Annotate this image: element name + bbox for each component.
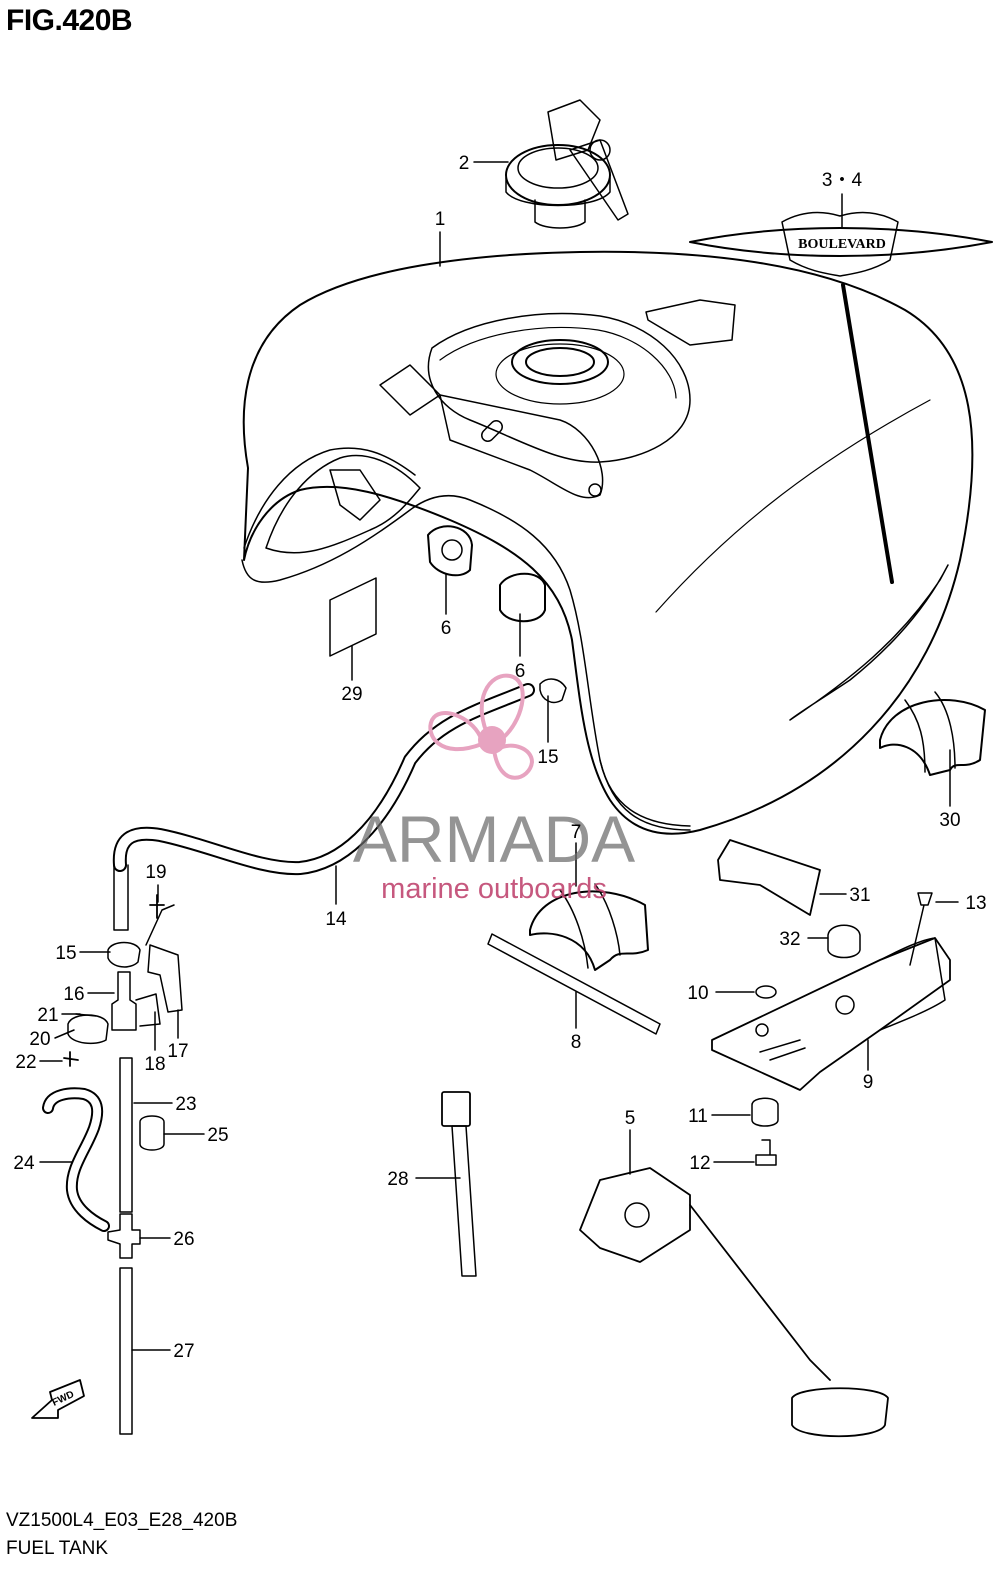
hose-clamp-upper — [539, 678, 567, 704]
breather-hose-drawing — [112, 683, 535, 931]
part-label-10: 10 — [687, 983, 708, 1004]
figure-name: FUEL TANK — [6, 1538, 109, 1559]
part-label-1: 1 — [435, 209, 446, 230]
part-label-12: 12 — [689, 1153, 710, 1174]
part-label-9: 9 — [863, 1072, 874, 1093]
emblem-text: BOULEVARD — [798, 237, 886, 252]
leader-lines — [39, 161, 959, 1351]
part-label-32: 32 — [779, 929, 800, 950]
fwd-arrow-text: FWD — [51, 1389, 76, 1409]
part-label-28: 28 — [387, 1169, 408, 1190]
part-label-29: 29 — [341, 684, 362, 705]
part-label-15a: 15 — [55, 943, 76, 964]
watermark-tagline: marine outboards — [381, 873, 607, 905]
part-label-20: 20 — [29, 1029, 50, 1050]
fuel-cap-drawing — [505, 99, 629, 229]
figure-title: FIG.420B — [6, 4, 133, 37]
figure-code: VZ1500L4_E03_E28_420B — [6, 1510, 238, 1531]
part-label-31: 31 — [849, 885, 870, 906]
fuel-level-gauge-drawing — [579, 1167, 889, 1438]
tank-stripe — [841, 283, 894, 584]
label-sticker — [329, 577, 377, 657]
part-label-14: 14 — [325, 909, 347, 930]
part-label-5: 5 — [625, 1108, 636, 1129]
part-label-8: 8 — [571, 1032, 582, 1053]
part-label-13: 13 — [965, 893, 986, 914]
part-labels: 1 2 3・4 5 6 6 7 8 9 10 11 12 13 14 15 15… — [13, 153, 986, 1362]
part-label-2: 2 — [459, 153, 470, 174]
part-label-6b: 6 — [515, 661, 526, 682]
part-label-16: 16 — [63, 984, 84, 1005]
part-label-24: 24 — [13, 1153, 35, 1174]
part-label-7: 7 — [571, 822, 582, 843]
clamp-band-drawing — [441, 1091, 477, 1277]
armada-watermark: ARMADA marine outboards — [353, 673, 635, 905]
propeller-logo — [428, 673, 534, 780]
fuel-tank-drawing — [241, 250, 974, 835]
grommet-drawings — [427, 525, 546, 623]
part-label-17: 17 — [167, 1041, 188, 1062]
part-label-25: 25 — [207, 1125, 228, 1146]
spacer-block-drawing — [717, 839, 821, 916]
part-label-19: 19 — [145, 862, 166, 883]
part-label-22: 22 — [15, 1052, 36, 1073]
cushion-drawings — [529, 691, 986, 971]
forward-direction-arrow: FWD — [31, 1379, 85, 1419]
part-label-3-4: 3・4 — [822, 170, 863, 191]
part-label-15b: 15 — [537, 747, 558, 768]
tie-band-drawing — [487, 933, 661, 1035]
part-label-23: 23 — [175, 1094, 196, 1115]
hose-fittings-drawing — [42, 894, 183, 1435]
part-label-27: 27 — [173, 1341, 194, 1362]
part-label-11: 11 — [688, 1106, 708, 1127]
boulevard-emblem-drawing: BOULEVARD — [689, 211, 993, 277]
part-label-30: 30 — [939, 810, 960, 831]
part-label-26: 26 — [173, 1229, 194, 1250]
part-label-21: 21 — [37, 1005, 58, 1026]
part-label-18: 18 — [144, 1054, 165, 1075]
watermark-brand: ARMADA — [353, 802, 635, 876]
mounting-plate-drawing — [711, 892, 951, 1166]
part-label-6a: 6 — [441, 618, 452, 639]
